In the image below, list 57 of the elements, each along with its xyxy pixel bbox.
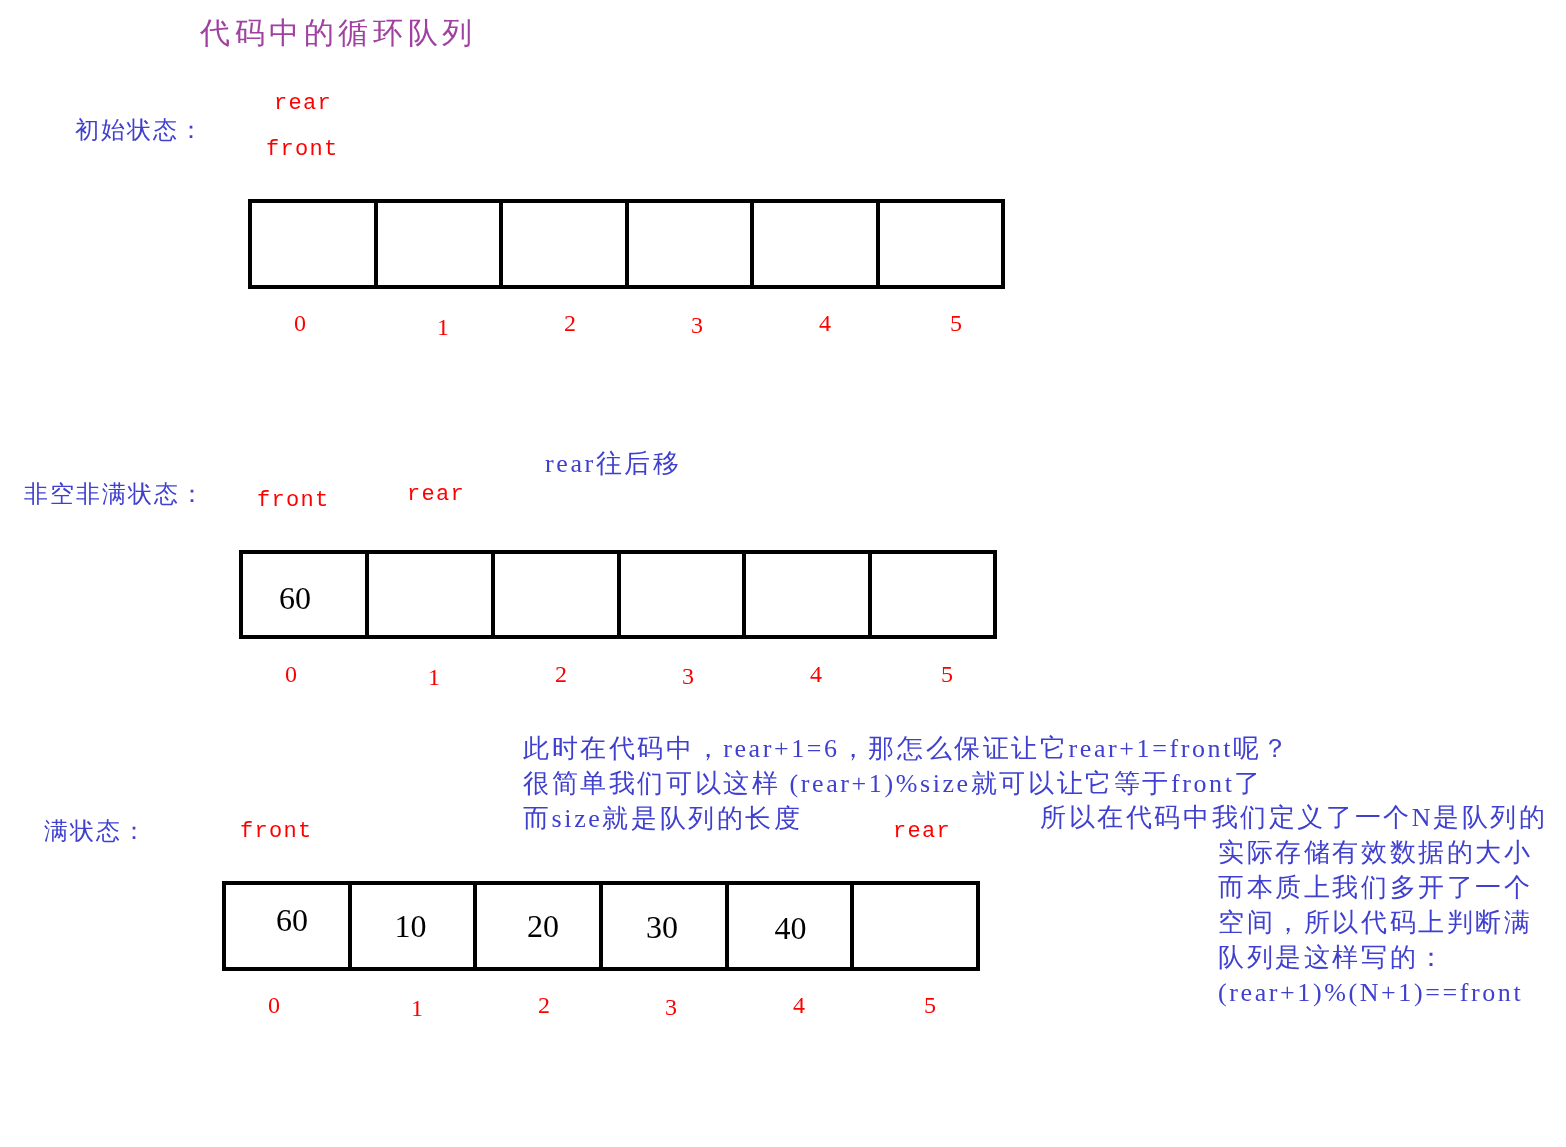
array-cell: [503, 199, 629, 289]
pointer-label: front: [257, 487, 330, 515]
array-cell: [729, 881, 854, 971]
cell-value: 40: [774, 910, 807, 946]
array-cell: [754, 199, 880, 289]
note-text: 而size就是队列的长度: [523, 802, 803, 835]
index-number: 2: [563, 309, 577, 337]
state-label: 满状态：: [44, 817, 148, 846]
pointer-label: rear: [274, 90, 332, 118]
array-cell: [629, 199, 754, 289]
index-number: 3: [664, 993, 678, 1021]
title: 代码中的循环队列: [200, 15, 477, 51]
array-cell: [603, 881, 729, 971]
index-number: 3: [690, 311, 704, 339]
cell-value: 10: [394, 908, 427, 944]
array-cell: [854, 881, 980, 971]
array-cell: [477, 881, 603, 971]
index-number: 1: [410, 994, 424, 1022]
note-text: 此时在代码中，rear+1=6，那怎么保证让它rear+1=front呢？: [523, 732, 1291, 765]
index-number: 1: [436, 313, 450, 341]
pointer-label: front: [266, 136, 339, 164]
array-cell: [495, 550, 621, 639]
pointer-label: front: [240, 818, 313, 846]
cell-value: 20: [527, 908, 559, 944]
index-number: 5: [923, 991, 937, 1019]
array-cell: [872, 550, 997, 639]
index-number: 3: [681, 662, 695, 690]
note-text: 所以在代码中我们定义了一个N是队列的实际存储有效数据的大小而本质上我们多开了一个空间，所以代码上判断满队列是这样写的：(rear+1)%(N+1)==front: [1040, 801, 1549, 1009]
pointer-label: rear: [407, 481, 465, 509]
state-label: 非空非满状态：: [24, 480, 206, 509]
index-number: 4: [818, 309, 832, 337]
array-cell: [239, 550, 369, 639]
cell-value: 30: [646, 909, 678, 945]
array-cell: [880, 199, 1005, 289]
index-number: 2: [537, 991, 551, 1019]
note-text: rear往后移: [545, 447, 682, 480]
index-number: 1: [427, 663, 441, 691]
index-number: 0: [284, 660, 298, 688]
array-cell: [746, 550, 872, 639]
state-label: 初始状态：: [75, 116, 205, 145]
array-cell: [369, 550, 495, 639]
note-text: 很简单我们可以这样 (rear+1)%size就可以让它等于front了: [523, 767, 1264, 800]
pointer-label: rear: [893, 818, 951, 846]
array-cell: [378, 199, 503, 289]
index-number: 5: [940, 660, 954, 688]
array-cell: [248, 199, 378, 289]
array-cell: [222, 881, 352, 971]
index-number: 0: [293, 309, 307, 337]
array-cell: [352, 881, 477, 971]
index-number: 0: [267, 991, 281, 1019]
index-number: 4: [809, 660, 823, 688]
array-cell: [621, 550, 746, 639]
index-number: 5: [949, 309, 963, 337]
index-number: 4: [792, 991, 806, 1019]
cell-value: 60: [279, 579, 311, 616]
index-number: 2: [554, 660, 568, 688]
cell-value: 60: [276, 902, 308, 938]
